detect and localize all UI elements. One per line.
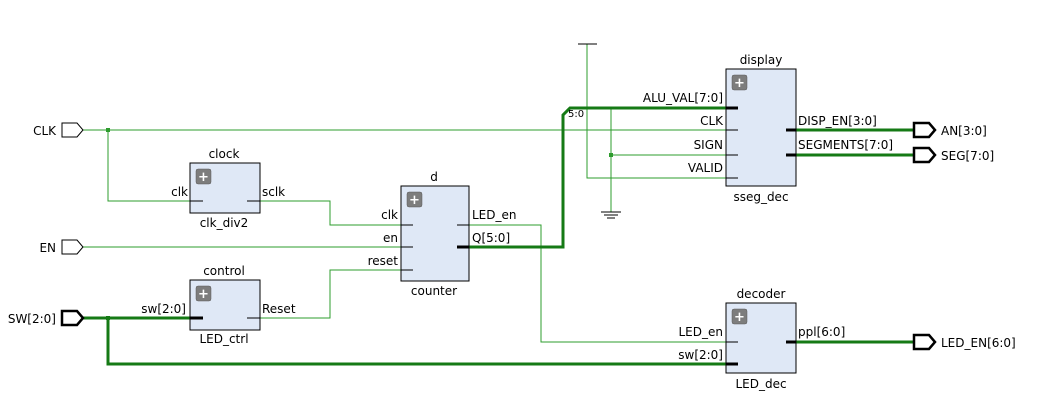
pin-label-led-en: LED_en bbox=[472, 208, 517, 222]
pin-label-ppl: ppl[6:0] bbox=[798, 325, 845, 339]
expand-icon[interactable]: + bbox=[731, 74, 748, 91]
wire-sclk[interactable] bbox=[260, 200, 401, 226]
block-display[interactable]: display + ALU_VAL[7:0] CLK SIGN VALID DI… bbox=[643, 53, 893, 204]
input-port-icon bbox=[61, 122, 84, 138]
svg-text:+: + bbox=[734, 76, 745, 91]
ground-icon bbox=[601, 211, 621, 219]
wire-reset[interactable] bbox=[260, 269, 401, 319]
expand-icon[interactable]: + bbox=[406, 191, 423, 208]
junction-dot bbox=[106, 316, 110, 320]
svg-text:+: + bbox=[734, 310, 745, 325]
instance-name: control bbox=[203, 264, 245, 278]
instance-name: decoder bbox=[737, 287, 786, 301]
instance-name: display bbox=[740, 53, 783, 67]
pin-label-clk: CLK bbox=[700, 114, 724, 128]
expand-icon[interactable]: + bbox=[731, 308, 748, 325]
pin-label-q: Q[5:0] bbox=[472, 231, 510, 245]
pin-label-clk: clk bbox=[171, 185, 188, 199]
svg-text:+: + bbox=[198, 287, 209, 302]
pin-label-led-en: LED_en bbox=[679, 325, 724, 339]
junction-dot bbox=[106, 128, 110, 132]
svg-text:+: + bbox=[409, 193, 420, 208]
pin-label-clk: clk bbox=[381, 208, 398, 222]
instance-name: clock bbox=[209, 147, 240, 161]
bus-slice-label: 5:0 bbox=[568, 109, 584, 120]
output-bus-port-icon bbox=[912, 121, 937, 139]
pin-label-sclk: sclk bbox=[262, 185, 285, 199]
port-label: CLK bbox=[33, 124, 57, 138]
output-bus-port-icon bbox=[912, 146, 937, 164]
module-name: sseg_dec bbox=[733, 190, 788, 204]
input-port-en[interactable]: EN bbox=[39, 239, 84, 255]
junction-dot bbox=[609, 153, 613, 157]
expand-icon[interactable]: + bbox=[195, 285, 212, 302]
pin-label-disp-en: DISP_EN[3:0] bbox=[798, 114, 877, 128]
input-bus-port-icon bbox=[60, 309, 85, 327]
output-port-seg[interactable]: SEG[7:0] bbox=[912, 146, 994, 164]
input-port-icon bbox=[61, 239, 84, 255]
wire-vcc[interactable] bbox=[586, 44, 738, 179]
svg-text:+: + bbox=[198, 170, 209, 185]
module-name: LED_ctrl bbox=[199, 332, 248, 346]
input-port-clk[interactable]: CLK bbox=[33, 122, 84, 138]
wire-led-en[interactable] bbox=[469, 224, 738, 343]
block-control[interactable]: control + sw[2:0] Reset LED_ctrl bbox=[141, 264, 296, 346]
pin-label-alu-val: ALU_VAL[7:0] bbox=[643, 91, 723, 105]
instance-name: d bbox=[430, 170, 438, 184]
pin-label-sign: SIGN bbox=[694, 138, 723, 152]
output-port-an[interactable]: AN[3:0] bbox=[912, 121, 987, 139]
input-port-sw[interactable]: SW[2:0] bbox=[8, 309, 85, 327]
port-label: SW[2:0] bbox=[8, 312, 56, 326]
pin-label-reset: Reset bbox=[262, 302, 296, 316]
wires: 5:0 bbox=[83, 44, 914, 366]
pin-label-segments: SEGMENTS[7:0] bbox=[798, 138, 893, 152]
bus-sw[interactable] bbox=[83, 316, 738, 366]
port-label: LED_EN[6:0] bbox=[941, 336, 1016, 350]
block-d[interactable]: d + clk en reset LED_en Q[5:0] counter bbox=[368, 170, 517, 298]
port-label: AN[3:0] bbox=[941, 124, 987, 138]
pin-label-reset: reset bbox=[368, 254, 399, 268]
module-name: LED_dec bbox=[735, 377, 786, 391]
output-bus-port-icon bbox=[912, 333, 937, 351]
block-decoder[interactable]: decoder + LED_en sw[2:0] ppl[6:0] LED_de… bbox=[678, 287, 845, 391]
wire-gnd[interactable] bbox=[610, 108, 738, 212]
module-name: clk_div2 bbox=[200, 216, 249, 230]
pin-label-en: en bbox=[383, 231, 398, 245]
pin-label-sw: sw[2:0] bbox=[141, 302, 186, 316]
block-clock[interactable]: clock + clk sclk clk_div2 bbox=[171, 147, 285, 230]
port-label: SEG[7:0] bbox=[941, 149, 994, 163]
pin-label-valid: VALID bbox=[688, 161, 723, 175]
bus-q[interactable] bbox=[469, 106, 738, 249]
module-name: counter bbox=[411, 284, 457, 298]
port-label: EN bbox=[39, 241, 56, 255]
expand-icon[interactable]: + bbox=[195, 168, 212, 185]
wire-clk[interactable] bbox=[83, 129, 738, 202]
pin-label-sw: sw[2:0] bbox=[678, 348, 723, 362]
output-port-led-en[interactable]: LED_EN[6:0] bbox=[912, 333, 1016, 351]
